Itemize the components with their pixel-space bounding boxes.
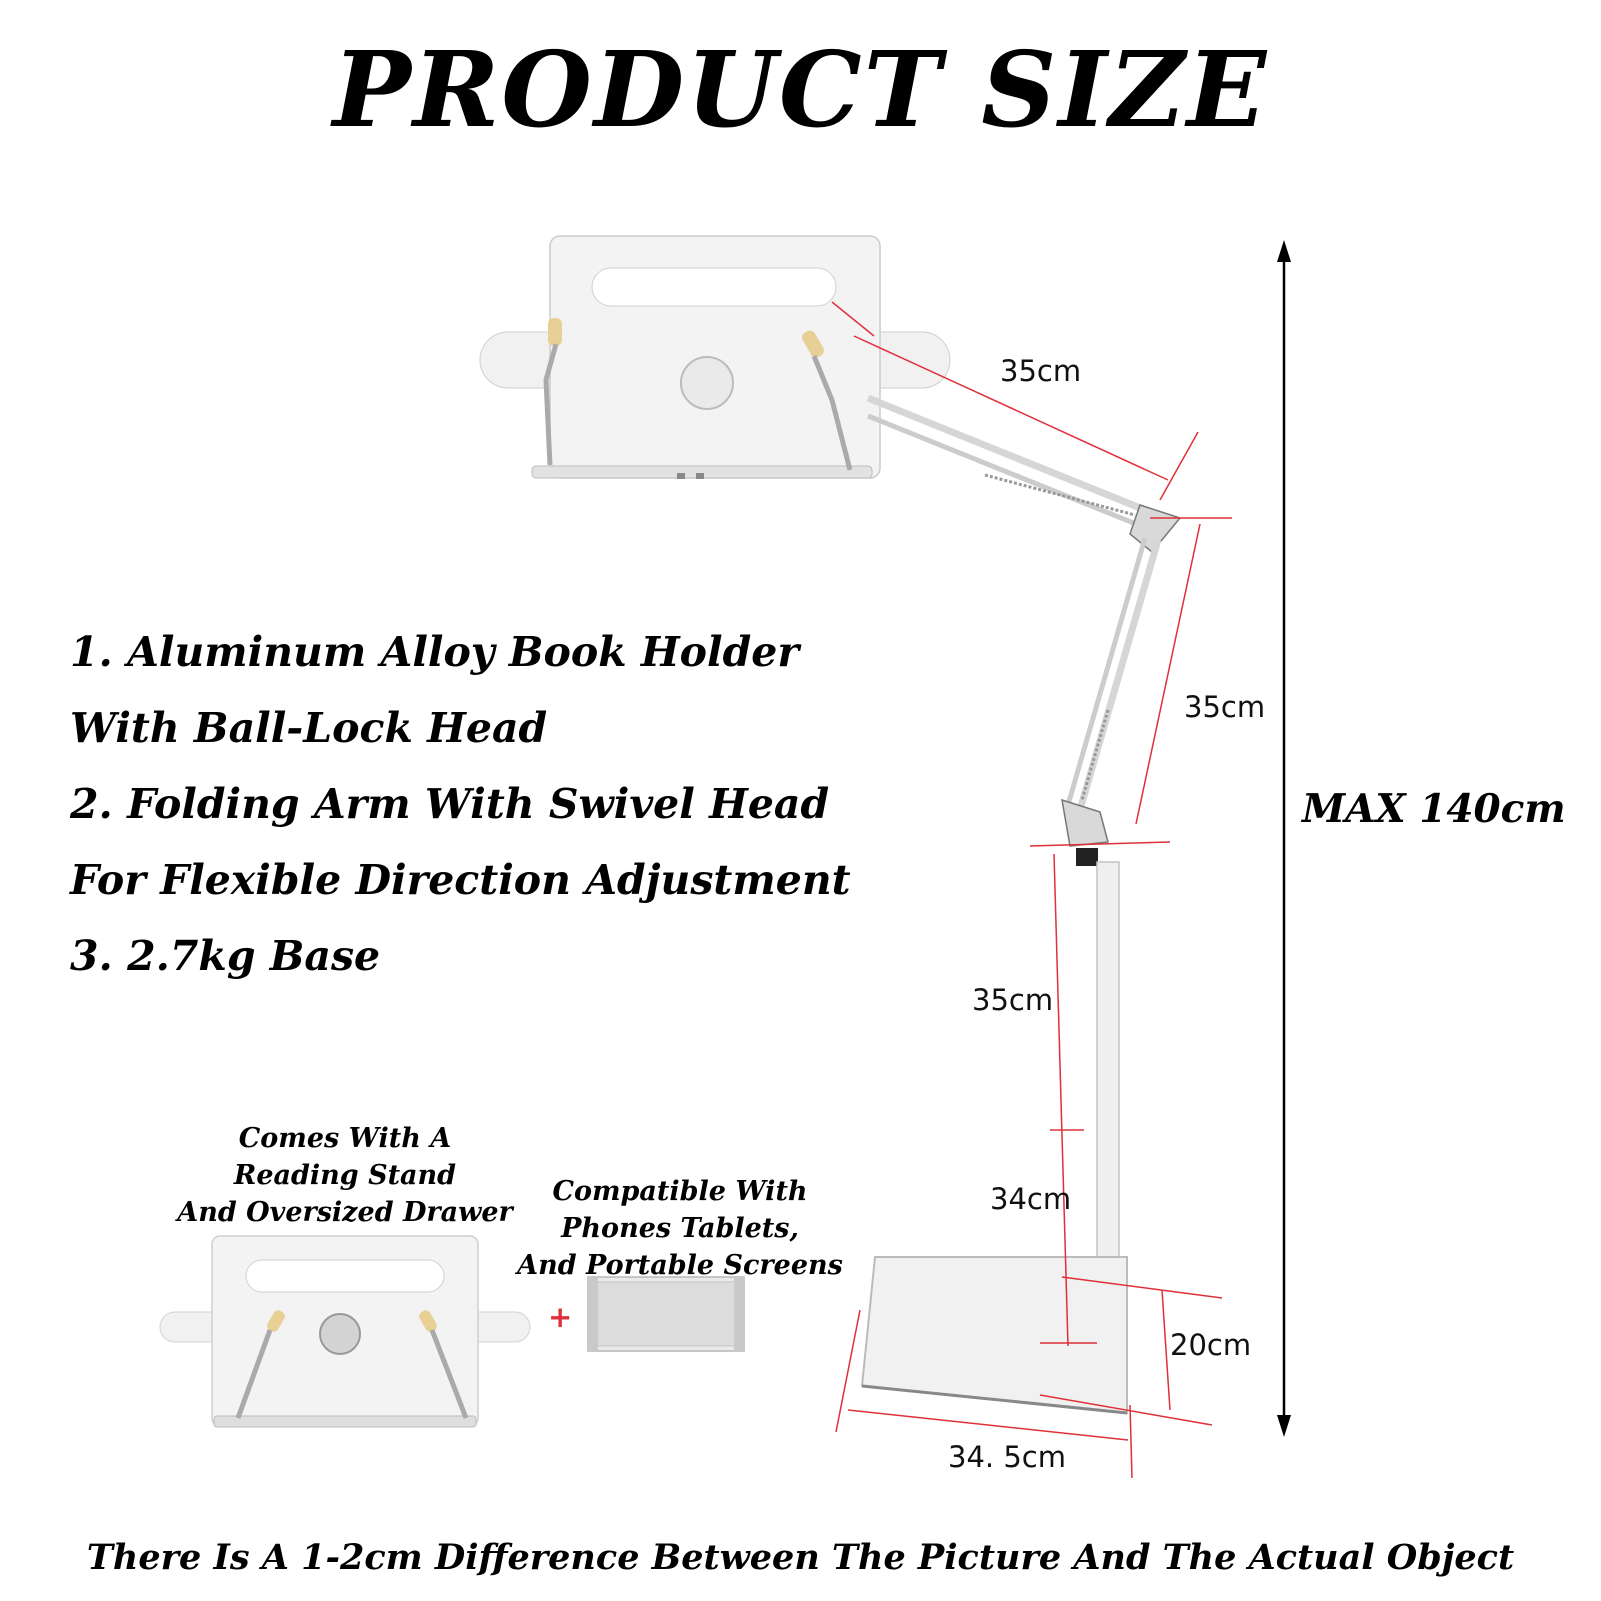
caption-line: Comes With A xyxy=(238,1123,452,1154)
folding-arm xyxy=(866,394,1182,866)
compatible-caption: Compatible With Phones Tablets, And Port… xyxy=(510,1173,850,1284)
dimension-lines xyxy=(831,301,1232,1479)
dim-base-width: 34. 5cm xyxy=(948,1440,1066,1474)
dim-pole-upper: 35cm xyxy=(972,983,1054,1017)
caption-line: Reading Stand xyxy=(233,1160,457,1191)
dim-upper-arm: 35cm xyxy=(1000,354,1082,388)
caption-line: Compatible With xyxy=(552,1176,808,1207)
reading-stand-caption: Comes With A Reading Stand And Oversized… xyxy=(160,1120,530,1231)
feature-line-2: With Ball-Lock Head xyxy=(70,704,548,752)
max-height-arrow xyxy=(1277,240,1291,1437)
caption-line: Phones Tablets, xyxy=(561,1213,799,1244)
feature-line-4: For Flexible Direction Adjustment xyxy=(70,856,851,904)
caption-line: And Oversized Drawer xyxy=(177,1197,513,1228)
disclaimer-footer: There Is A 1-2cm Difference Between The … xyxy=(86,1537,1515,1578)
dim-base-depth: 20cm xyxy=(1170,1328,1252,1362)
plus-sign: + xyxy=(548,1300,573,1334)
max-height-label: MAX 140cm xyxy=(1302,786,1566,832)
page-title: PRODUCT SIZE xyxy=(332,28,1269,151)
phone-holder-image xyxy=(587,1276,745,1352)
caption-line: And Portable Screens xyxy=(517,1250,843,1281)
feature-line-3: 2. Folding Arm With Swivel Head xyxy=(70,780,830,828)
reading-stand-image xyxy=(159,1235,531,1428)
dim-lower-arm: 35cm xyxy=(1184,690,1266,724)
pole-and-base xyxy=(860,861,1128,1415)
feature-line-1: 1. Aluminum Alloy Book Holder xyxy=(70,628,799,676)
book-holder-board xyxy=(479,235,951,479)
feature-line-5: 3. 2.7kg Base xyxy=(70,932,381,980)
dim-pole-lower: 34cm xyxy=(990,1182,1072,1216)
